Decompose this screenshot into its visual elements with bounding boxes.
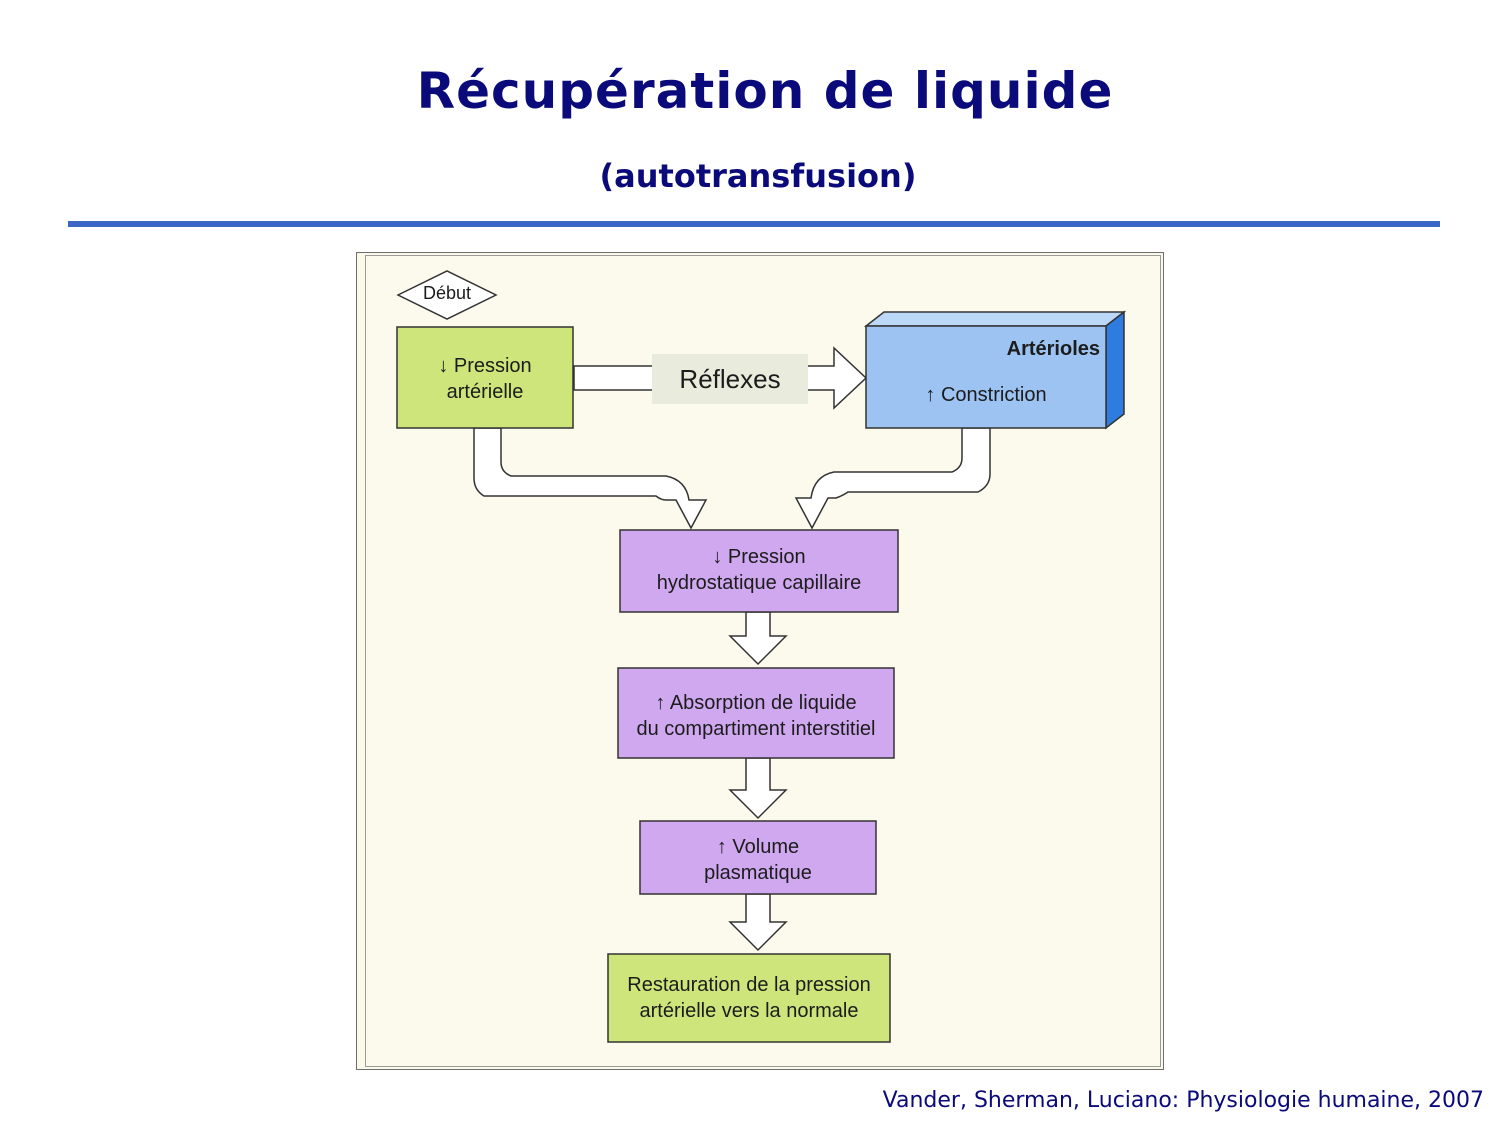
arrow-down-2 (728, 757, 788, 820)
arterioles-box-side (1105, 310, 1125, 430)
box-restauration (607, 953, 891, 1043)
reflexes-label: Réflexes (679, 364, 781, 394)
title-divider (68, 221, 1440, 227)
hydrostatique-label: ↓ Pression hydrostatique capillaire (656, 546, 862, 594)
absorption-label: ↑ Absorption de liquide du compartiment … (636, 692, 876, 740)
arterioles-constriction: ↑ Constriction (925, 384, 1047, 406)
arrow-arterioles-to-hydrostatique (794, 427, 991, 530)
start-label: Début (422, 283, 472, 303)
slide-subtitle: (autotransfusion) (599, 157, 917, 195)
reflexes-label-bg (652, 354, 808, 404)
pression-arterielle-label: ↓ Pression artérielle (438, 355, 532, 403)
start-diamond (396, 270, 498, 320)
box-volume (639, 820, 877, 895)
box-hydrostatique (619, 529, 899, 613)
box-arterioles (865, 325, 1107, 429)
slide-title: Récupération de liquide (416, 62, 1114, 120)
flow-diagram-shapes (396, 270, 1127, 1043)
restauration-label: Restauration de la pression artérielle v… (627, 974, 871, 1022)
box-pression-arterielle (396, 326, 574, 429)
citation: Vander, Sherman, Luciano: Physiologie hu… (882, 1088, 1484, 1113)
arterioles-title: Artérioles (1006, 338, 1100, 360)
arrow-pression-to-hydrostatique (473, 427, 708, 530)
volume-label: ↑ Volume plasmatique (704, 836, 812, 884)
arrow-down-3 (728, 893, 788, 952)
arterioles-box-top (863, 311, 1127, 327)
box-absorption (617, 667, 895, 759)
arrow-down-1 (728, 611, 788, 666)
